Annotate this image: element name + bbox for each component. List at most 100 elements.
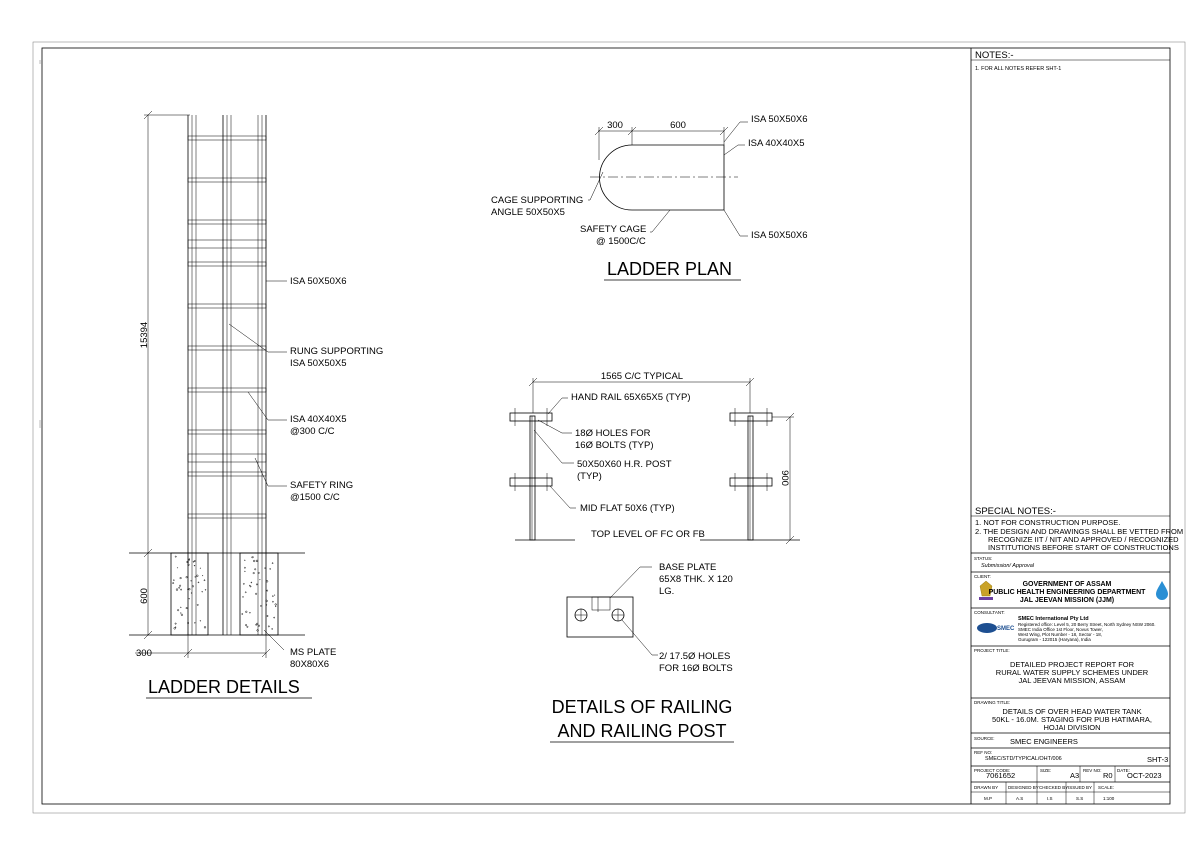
ms-plate-label-2: 80X80X6 — [290, 659, 329, 670]
project-title-line-2: RURAL WATER SUPPLY SCHEMES UNDER — [996, 668, 1149, 677]
svg-text:SMEC: SMEC — [997, 626, 1015, 632]
project-title-line-3: JAL JEEVAN MISSION, ASSAM — [1018, 676, 1125, 685]
concrete-speckle — [179, 577, 182, 580]
concrete-speckle — [274, 603, 277, 606]
base-plate — [566, 596, 634, 638]
ladder-rung — [187, 261, 267, 267]
concrete-speckle — [173, 627, 176, 630]
post-label-2: (TYP) — [577, 471, 602, 482]
concrete-speckle — [192, 560, 195, 563]
concrete-speckle — [185, 607, 188, 610]
concrete-speckle — [175, 588, 179, 591]
special-notes-line-1: 1. NOT FOR CONSTRUCTION PURPOSE. — [975, 518, 1120, 527]
ladder-foundation-right — [239, 552, 279, 636]
concrete-speckle — [177, 609, 180, 612]
concrete-speckle — [249, 611, 251, 614]
concrete-speckle — [272, 595, 274, 598]
ladder-rung — [187, 429, 267, 435]
outer-border — [32, 41, 1186, 814]
concrete-speckle — [250, 581, 253, 584]
ladder-plan-600-dimension: 600 — [670, 120, 686, 131]
special-notes-line-4: INSTITUTIONS BEFORE START OF CONSTRUCTIO… — [988, 543, 1179, 552]
concrete-speckle — [179, 584, 182, 587]
concrete-speckle — [255, 559, 259, 563]
concrete-speckle — [199, 620, 202, 622]
client-line-3: JAL JEEVAN MISSION (JJM) — [1020, 597, 1114, 604]
checked-by-label: CHECKED BY — [1039, 785, 1068, 790]
concrete-speckle — [266, 615, 269, 617]
safety-cage-label-1: SAFETY CAGE — [580, 224, 646, 235]
cage-supporting-label-1: CAGE SUPPORTING — [491, 195, 583, 206]
concrete-speckle — [249, 585, 252, 588]
concrete-speckle — [241, 613, 244, 615]
rung-supporting-label-1: RUNG SUPPORTING — [290, 346, 383, 357]
concrete-speckle — [256, 583, 258, 586]
concrete-speckle — [201, 591, 203, 593]
ladder-rung — [187, 471, 267, 477]
concrete-speckle — [188, 598, 190, 600]
issued-by: S.S — [1076, 796, 1083, 801]
source-value: SMEC ENGINEERS — [1010, 737, 1078, 746]
concrete-speckle — [194, 622, 196, 624]
concrete-speckle — [259, 579, 261, 581]
concrete-speckle — [174, 626, 177, 628]
concrete-speckle — [256, 629, 259, 632]
concrete-speckle — [254, 568, 257, 571]
holes-label-1: 18Ø HOLES FOR — [575, 428, 651, 439]
concrete-speckle — [266, 589, 269, 592]
safety-cage-label-2: @ 1500C/C — [596, 236, 646, 247]
ladder-rung — [187, 513, 267, 519]
issued-by-label: ISSUED BY — [1068, 785, 1092, 790]
ladder-details-title: LADDER DETAILS — [148, 677, 300, 697]
client-line-2: PUBLIC HEALTH ENGINEERING DEPARTMENT — [989, 589, 1147, 596]
concrete-speckle — [194, 576, 196, 578]
concrete-speckle — [258, 624, 260, 627]
smec-logo-icon: SMEC — [977, 623, 1015, 633]
concrete-speckle — [265, 604, 268, 606]
drawing-title-line-2: 50KL - 16.0M. STAGING FOR PUB HATIMARA, — [992, 715, 1152, 724]
designed-by-label: DESIGNED BY — [1008, 785, 1039, 790]
consultant-label: CONSULTANT: — [974, 610, 1005, 615]
railing-height-dimension: 900 — [779, 470, 790, 486]
concrete-speckle — [244, 591, 247, 594]
post-label-1: 50X50X60 H.R. POST — [577, 459, 672, 470]
holes-label-2: 16Ø BOLTS (TYP) — [575, 440, 653, 451]
ref-value: SMEC/STD/TYPICAL/OHT/006 — [985, 756, 1062, 762]
concrete-speckle — [174, 622, 177, 625]
concrete-speckle — [199, 567, 201, 569]
concrete-speckle — [186, 560, 189, 564]
bolt-holes-label-1: 2/ 17.5Ø HOLES — [659, 651, 730, 662]
concrete-speckle — [204, 589, 207, 591]
concrete-speckle — [264, 567, 266, 569]
concrete-speckle — [203, 626, 207, 629]
concrete-speckle — [190, 592, 193, 594]
concrete-speckle — [191, 585, 194, 588]
concrete-speckle — [185, 576, 188, 579]
ladder-plan-isa-top-label: ISA 50X50X6 — [751, 114, 808, 125]
concrete-speckle — [272, 600, 274, 603]
concrete-speckle — [178, 586, 181, 589]
special-notes-line-3: RECOGNIZE IIT / NIT AND APPROVED / RECOG… — [988, 535, 1179, 544]
ladder-base-dimension: 600 — [139, 588, 150, 604]
cage-supporting-label-2: ANGLE 50X50X5 — [491, 207, 565, 218]
concrete-speckle — [180, 606, 182, 609]
concrete-speckle — [257, 571, 260, 574]
consultant-addr-2: SMEC India Office 1st Floor, Novus Tower… — [1018, 627, 1103, 632]
concrete-speckle — [180, 612, 182, 614]
consultant-addr-3: West Wing, Plot Number - 18, Sector - 18… — [1018, 632, 1102, 637]
concrete-speckle — [244, 559, 246, 561]
ladder-plan-isa-bottom-label: ISA 50X50X6 — [751, 230, 808, 241]
concrete-speckle — [176, 567, 179, 569]
concrete-speckle — [196, 574, 199, 577]
concrete-speckle — [188, 559, 190, 561]
concrete-speckle — [188, 588, 191, 591]
ref-label: REF NO: — [974, 750, 992, 755]
title-block: NOTES:- 1. FOR ALL NOTES REFER SHT-1 SPE… — [971, 50, 1183, 804]
concrete-speckle — [193, 560, 196, 562]
isa-40-label-2: @300 C/C — [290, 426, 335, 437]
ms-plate-label-1: MS PLATE — [290, 647, 336, 658]
date-value: OCT-2023 — [1127, 771, 1162, 780]
concrete-speckle — [269, 568, 271, 570]
ladder-rung — [187, 177, 267, 183]
